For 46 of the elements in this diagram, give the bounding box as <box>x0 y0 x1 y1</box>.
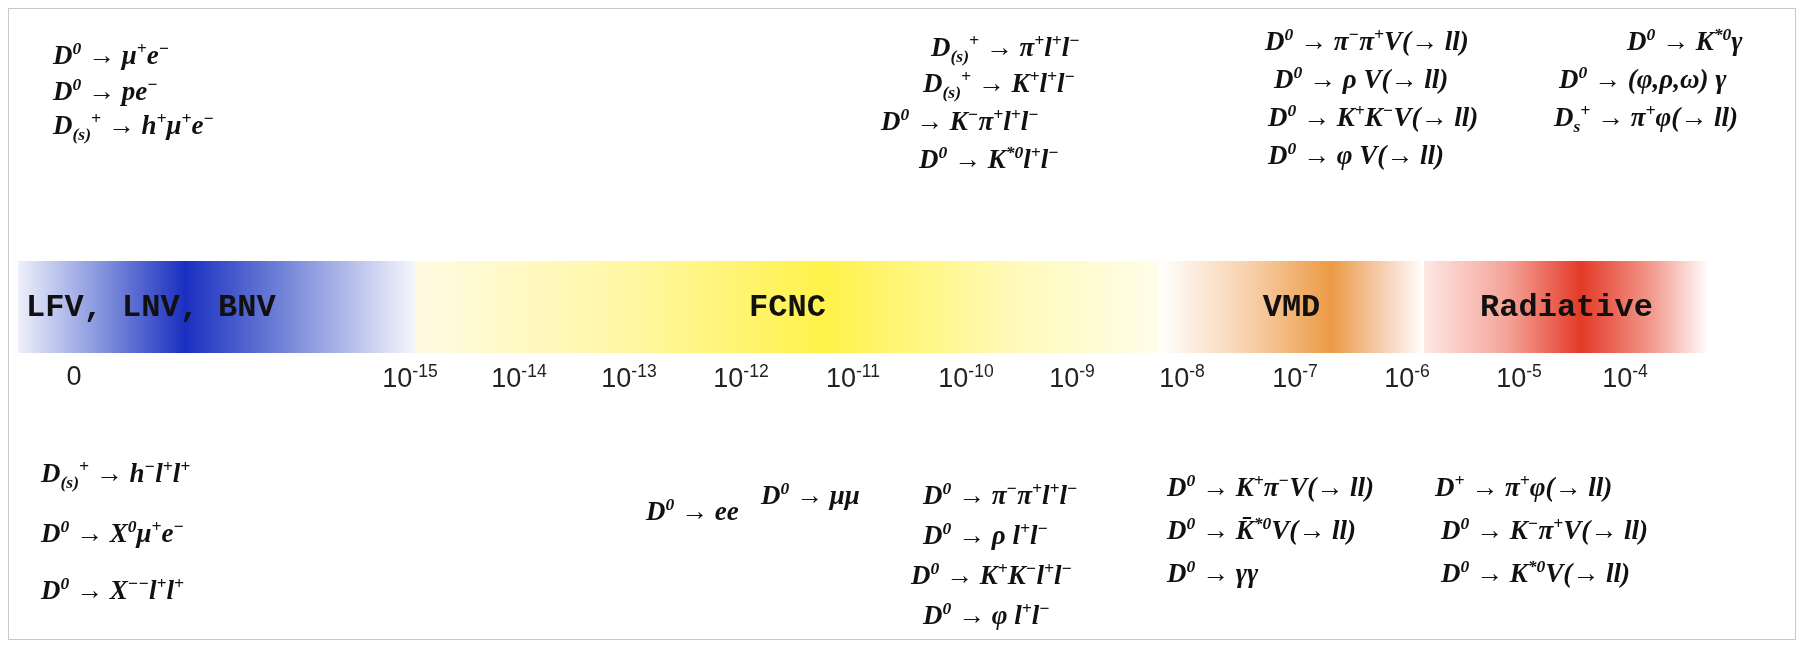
range-band: LFV, LNV, BNV <box>18 261 416 353</box>
decay-formula: D$^{0}$ → ρ l$^{+}$l$^{−}$ <box>923 519 1049 551</box>
axis-tick-label: 10$^{-12}$ <box>713 361 769 394</box>
axis-tick-label: 10$^{-9}$ <box>1049 361 1095 394</box>
axis-tick-label: 10$^{-5}$ <box>1496 361 1542 394</box>
decay-formula: D$^{0}$ → φ V(→ ll) <box>1268 139 1445 171</box>
range-band: Radiative <box>1424 261 1709 353</box>
decay-formula: D$^{0}$ → π$^{−}$π$^{+}$V(→ ll) <box>1265 25 1469 57</box>
decay-formula: D$^{0}$ → pe$^{−}$ <box>53 75 158 107</box>
decay-formula: D$^{0}$ → X$^{−−}$l$^{+}$l$^{+}$ <box>41 574 185 606</box>
decay-formula: D$^{0}$ → φ l$^{+}$l$^{−}$ <box>923 599 1050 631</box>
axis-tick-label: 10$^{-14}$ <box>491 361 547 394</box>
decay-formula: D$^{0}$ → K$^{*0}$γ <box>1627 25 1743 57</box>
decay-formula: D$^{0}$ → (φ,ρ,ω) γ <box>1559 63 1727 95</box>
decay-formula: D$^{0}$ → K$^{*0}$V(→ ll) <box>1441 557 1631 589</box>
decay-formula: D$^{0}$ → K$^{+}$K$^{−}$l$^{+}$l$^{−}$ <box>911 559 1073 591</box>
axis-tick-label: 10$^{-7}$ <box>1272 361 1318 394</box>
decay-formula: D$_{(s)}$$^{+}$ → K$^{+}$l$^{+}$l$^{−}$ <box>923 67 1076 103</box>
axis-tick-label: 10$^{-10}$ <box>938 361 994 394</box>
range-band: FCNC <box>416 261 1159 353</box>
axis-tick-label: 10$^{-6}$ <box>1384 361 1430 394</box>
decay-formula: D$^{0}$ → ρ V(→ ll) <box>1274 63 1449 95</box>
decay-formula: D$^{0}$ → X$^{0}$μ$^{+}$e$^{−}$ <box>41 517 185 549</box>
axis-tick-label: 10$^{-8}$ <box>1159 361 1205 394</box>
decay-formula: D$_{s}$$^{+}$ → π$^{+}$φ(→ ll) <box>1554 101 1739 137</box>
decay-formula: D$_{(s)}$$^{+}$ → h$^{+}$μ$^{+}$e$^{−}$ <box>53 109 215 145</box>
axis-tick-label: 0 <box>66 361 82 392</box>
decay-formula: D$^{0}$ → K$^{−}$π$^{+}$V(→ ll) <box>1441 514 1648 546</box>
axis-tick-label: 10$^{-13}$ <box>601 361 657 394</box>
decay-formula: D$_{(s)}$$^{+}$ → h$^{−}$l$^{+}$l$^{+}$ <box>41 457 191 493</box>
decay-formula: D$^{0}$ → π$^{−}$π$^{+}$l$^{+}$l$^{−}$ <box>923 479 1078 511</box>
decay-formula: D$_{(s)}$$^{+}$ → π$^{+}$l$^{+}$l$^{−}$ <box>931 31 1080 67</box>
axis-tick-label: 10$^{-4}$ <box>1602 361 1648 394</box>
decay-formula: D$^{0}$ → K$^{+}$K$^{−}$V(→ ll) <box>1268 101 1479 133</box>
decay-formula: D$^{0}$ → μμ <box>761 479 860 511</box>
decay-formula: D$^{0}$ → μ$^{+}$e$^{−}$ <box>53 39 170 71</box>
axis-tick-label: 10$^{-15}$ <box>382 361 438 394</box>
decay-formula: D$^{0}$ → ee <box>646 495 739 527</box>
axis-tick-label: 10$^{-11}$ <box>825 361 881 394</box>
range-band: VMD <box>1159 261 1424 353</box>
decay-formula: D$^{0}$ → γγ <box>1167 557 1259 589</box>
decay-formula: D$^{0}$ → K$^{*0}$l$^{+}$l$^{−}$ <box>919 143 1059 175</box>
decay-formula: D$^{0}$ → K$^{+}$π$^{−}$V(→ ll) <box>1167 471 1374 503</box>
decay-formula: D$^{0}$ → K$^{−}$π$^{+}$l$^{+}$l$^{−}$ <box>881 105 1039 137</box>
decay-formula: D$^{0}$ → K̄$^{*0}$V(→ ll) <box>1167 514 1357 546</box>
decay-formula: D$^{+}$ → π$^{+}$φ(→ ll) <box>1435 471 1613 503</box>
